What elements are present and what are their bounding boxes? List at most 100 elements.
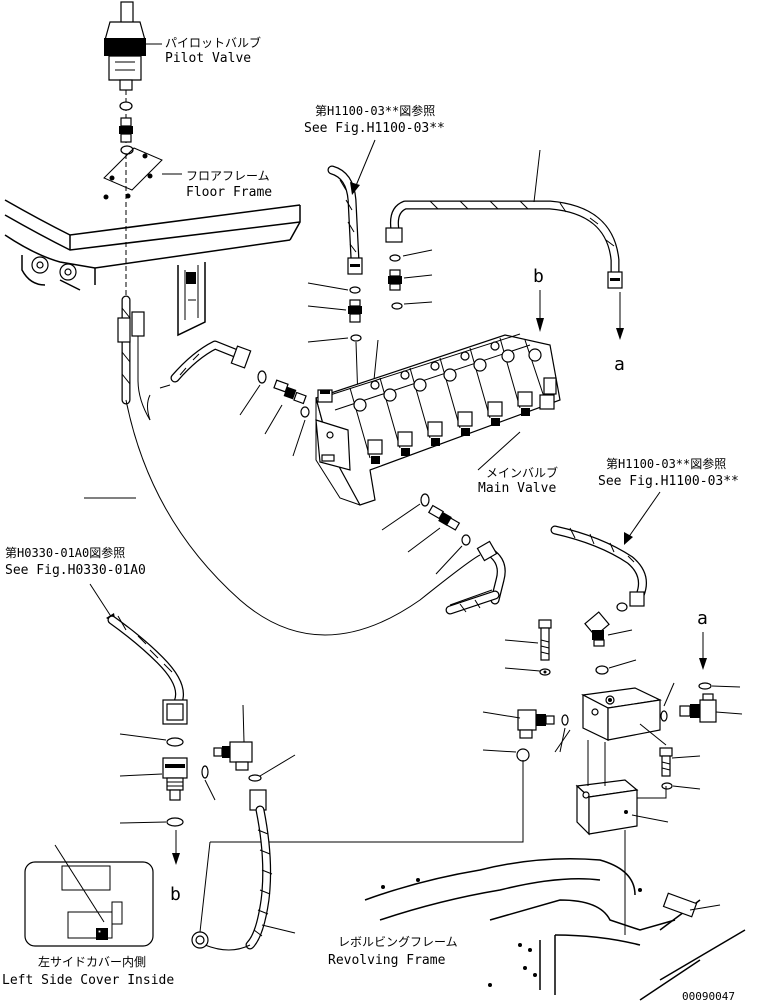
main-valve-leader [477,431,521,471]
oring-6 [391,302,403,310]
oring-18 [166,817,184,827]
leader-oring-12 [608,659,637,669]
arrow-b-bottom-head [172,853,180,865]
oring-10 [461,534,471,546]
adapter-17 [162,757,188,801]
ref-h1100-right-arrow [627,491,661,539]
oring-14 [561,714,569,726]
top-hose-left [327,165,363,275]
left-cover-label-en: Left Side Cover Inside [2,973,174,988]
left-cover-label-jp: 左サイドカバー内側 [38,954,146,969]
left-side-cover-inset [24,844,154,947]
leader-oring-19 [204,779,216,801]
leader-oring-5 [402,249,433,257]
leader-oring-7 [307,282,349,291]
revolving-frame-label-en: Revolving Frame [328,953,446,968]
oring-9 [420,493,430,507]
adapter-5 [388,269,402,291]
leader-oring-15 [482,749,517,753]
ref-h1100-right-jp: 第H1100-03**図参照 [606,456,726,471]
top-hose-right [385,200,623,289]
leader-oring-18 [119,821,167,824]
junction-block-upper [581,687,663,741]
leader-washer-1 [504,667,541,672]
right-hose-upper [550,525,647,607]
leader-bolt-1 [504,639,539,644]
floor-frame-label-en: Floor Frame [186,185,272,200]
ref-h1100-right-en: See Fig.H1100-03** [598,474,739,489]
marker-a-right: a [697,608,708,629]
pilot-valve-label-en: Pilot Valve [165,51,251,66]
leader-oring-8 [307,337,349,343]
pilot-hose-assembly [117,295,481,636]
leader-adapter-7 [307,305,347,311]
floor-plate [103,147,163,200]
block-lower-side-line [637,786,667,799]
floor-frame-label-jp: フロアフレーム [186,169,270,183]
arrow-a-top-head [616,328,624,340]
ref-h1100-top-arrowhead [350,182,360,195]
floor-frame [4,199,301,337]
leader-adapter-9 [407,527,441,553]
leader-oring-9 [381,503,421,531]
arrow-a-right-head [699,658,707,670]
leader-oring-3 [239,384,261,416]
elbow-fitting-2 [517,709,555,739]
marker-b-bottom: b [170,884,181,905]
leader-lower-hose [261,924,296,934]
leader-oring-6 [403,301,433,305]
oring-11 [616,602,628,612]
leader-oring-13 [663,682,675,707]
oring-16 [698,682,712,690]
block-connector [587,740,606,786]
leader-oring-17 [119,733,167,741]
leader-elbow-3 [715,711,743,715]
pilot-valve-label-jp: パイロットバルブ [165,35,261,50]
pilot-line-hose [147,340,252,421]
adapter-3 [273,379,307,405]
bolt-2 [659,747,673,777]
pilot-valve [104,1,146,91]
leader-block-lower [631,814,669,823]
lower-left-hose [107,615,188,725]
revolving-frame-label-jp: レボルビングフレーム [338,935,458,949]
ref-h1100-top-jp: 第H1100-03**図参照 [315,103,435,118]
leader-elbow-2 [482,711,521,719]
oring-2 [120,145,134,155]
leader-oring-4 [292,419,306,457]
elbow-fitting-1 [584,611,610,647]
oring-3 [257,370,267,384]
main-valve [315,333,561,506]
main-valve-label-jp: メインバルブ [486,465,558,480]
lower-center-hose [191,789,273,951]
oring-15 [516,748,530,762]
leader-adapter-17 [119,773,163,777]
oring-7 [349,286,361,294]
elbow-fitting-3 [679,693,717,723]
ref-h1100-top-arrow [354,139,376,189]
leader-oring-20 [259,754,296,777]
oring-20 [248,774,262,782]
leader-elbow-4 [242,704,245,743]
washer-1-hole [543,670,547,674]
ref-h1100-top-en: See Fig.H1100-03** [304,121,445,136]
oring-8 [350,334,362,342]
oring-12 [595,665,609,675]
ref-h0330-en: See Fig.H0330-01A0 [5,563,146,578]
adapter-7 [348,299,362,323]
oring-4 [300,406,310,418]
leader-bolt-2 [671,755,701,759]
leader-adapter-3 [264,404,283,435]
marker-a-top: a [614,354,625,375]
ref-h1100-right-arrowhead [624,532,633,545]
oring-13 [660,710,668,722]
main-valve-label-en: Main Valve [478,481,556,496]
leader-oring-14 [559,727,566,753]
leader-washer-2 [672,785,701,790]
elbow-fitting-4 [213,741,253,771]
leader-oring-16 [711,685,741,688]
washer-2 [661,782,673,790]
adapter-9 [427,504,461,531]
leader-adapter-5 [403,274,433,279]
